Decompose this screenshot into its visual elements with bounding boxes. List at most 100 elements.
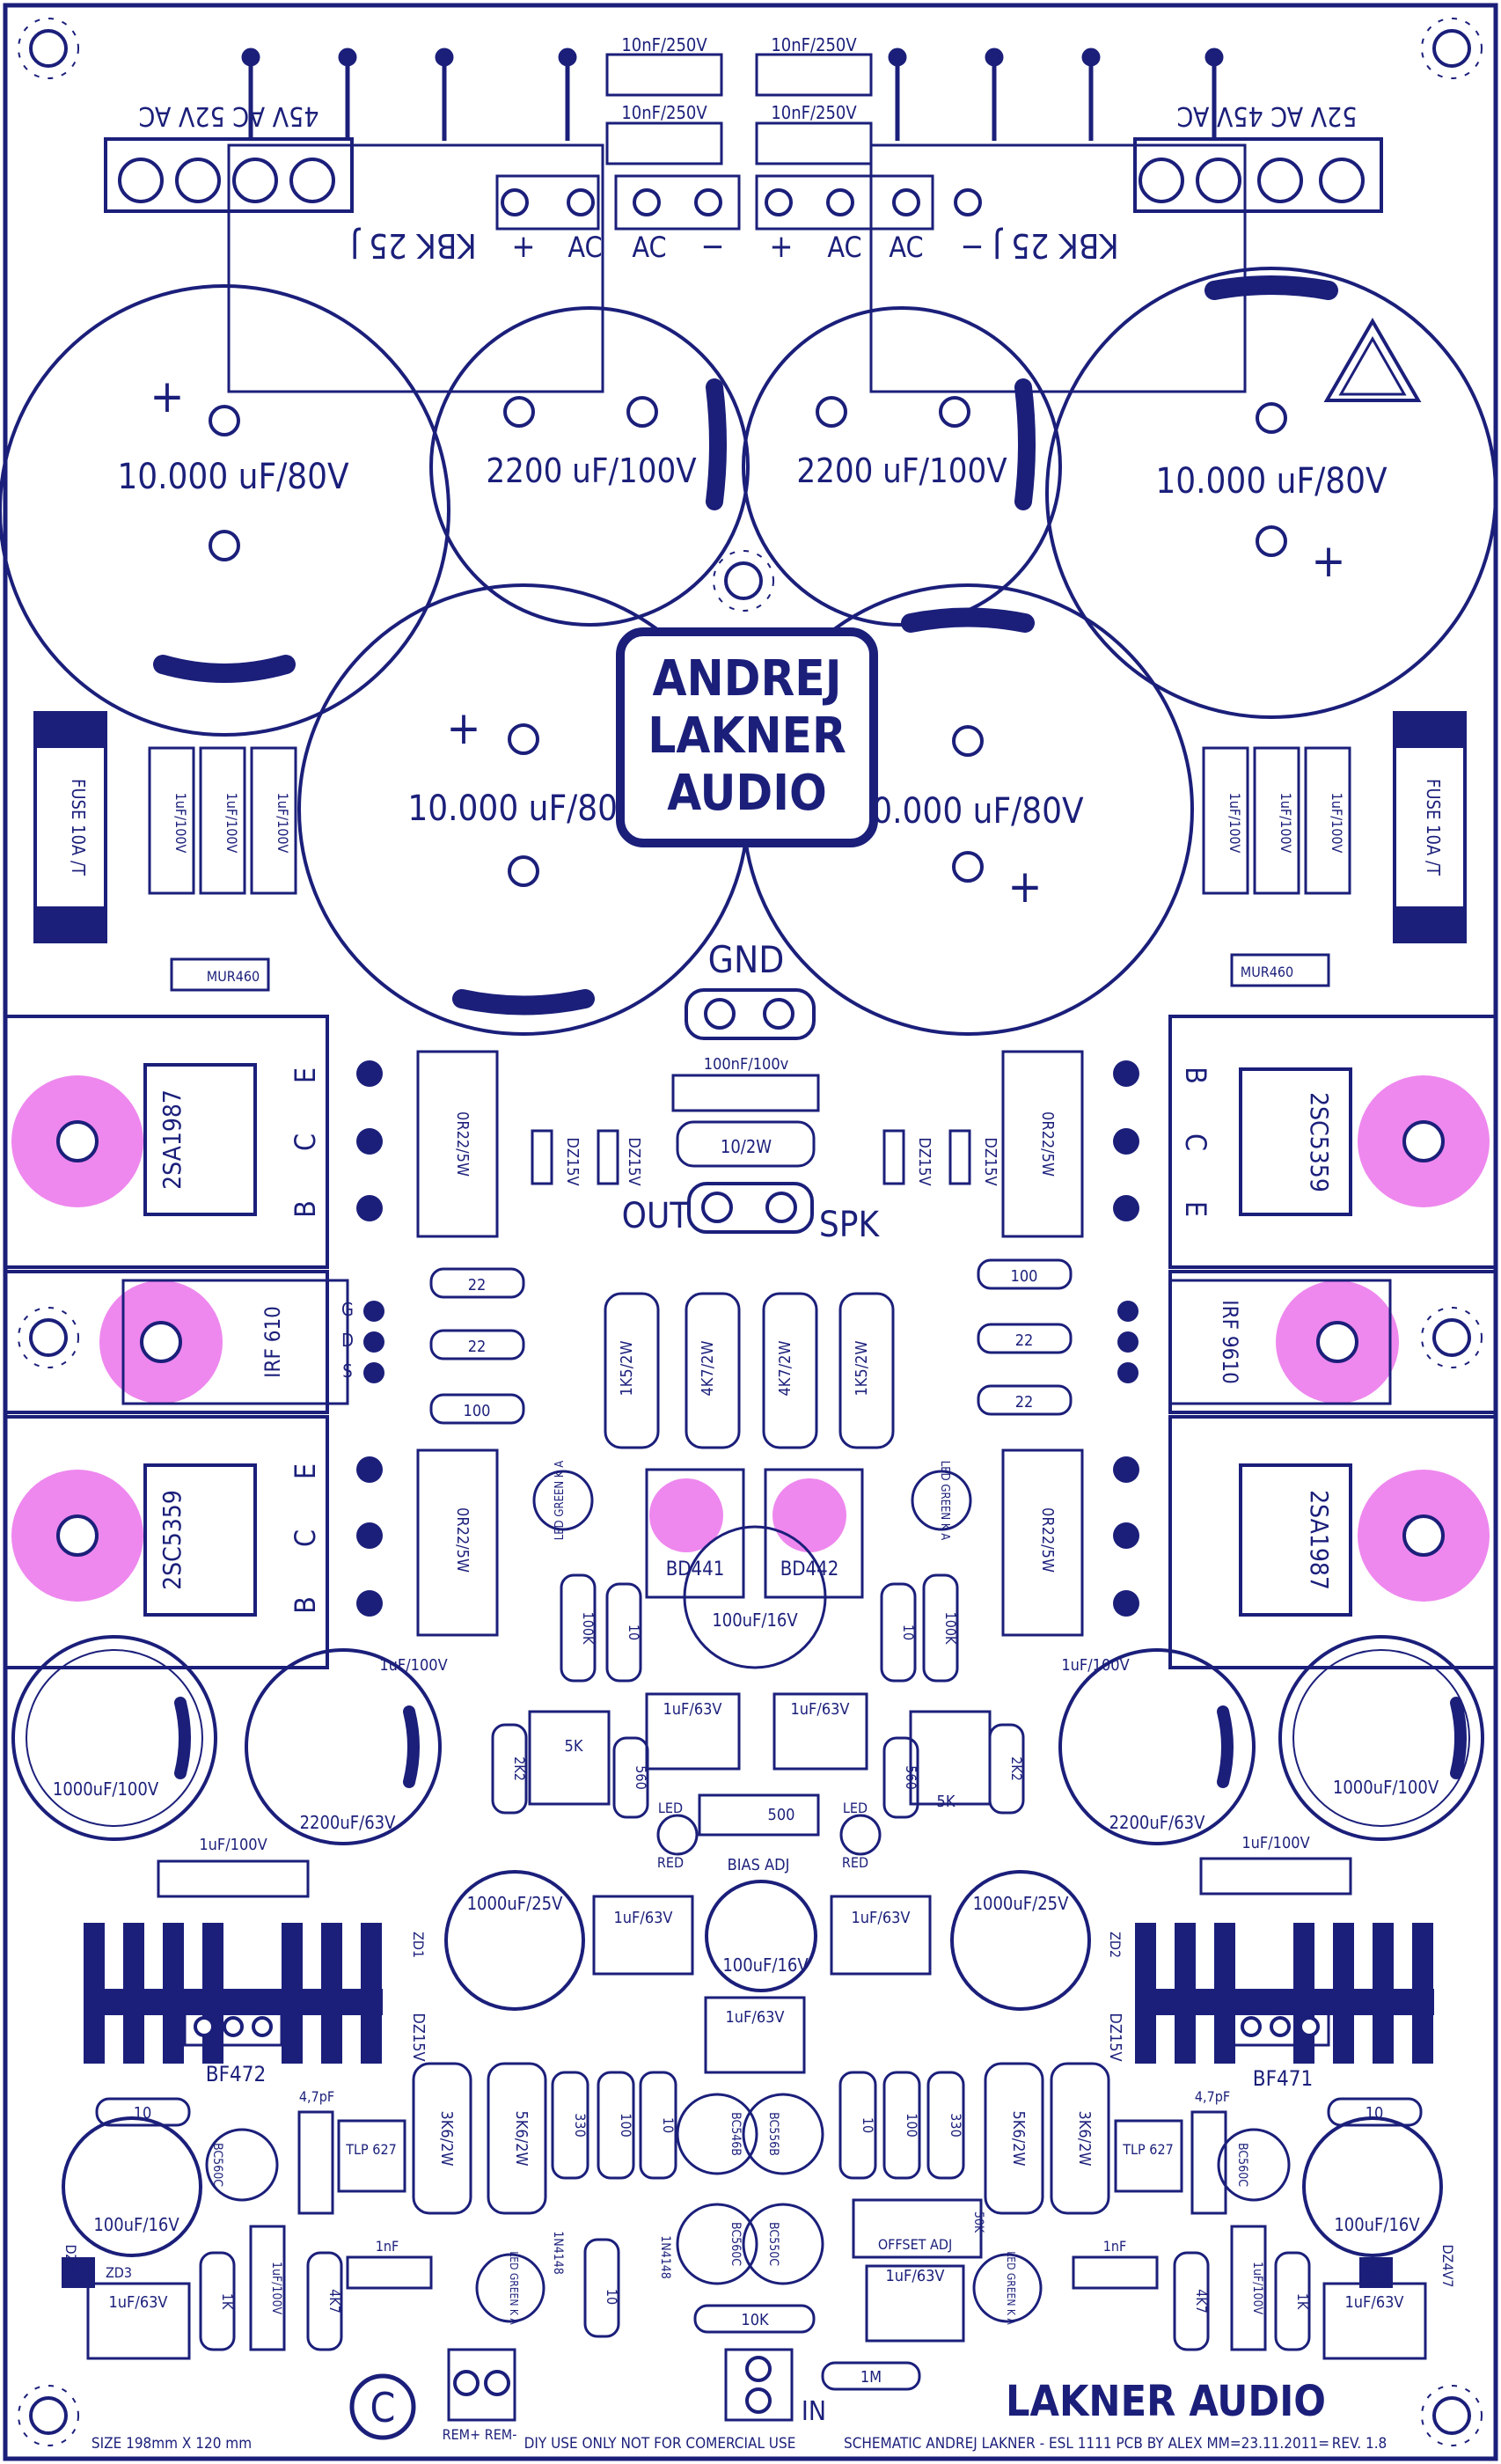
r330-left: 330 (572, 2113, 589, 2137)
bias-adj-label: BIAS ADJ (728, 1856, 790, 1874)
mosfet-right: IRF 9610 (1117, 1270, 1497, 1414)
cap-2200-right-label: 2200uF/63V (1109, 1812, 1205, 1833)
warning-triangle-icon (1323, 318, 1422, 402)
dz15-zeners: DZ15V DZ15V DZ15V DZ15V (531, 1129, 999, 1186)
fuse-right-label: FUSE 10A /T (1423, 779, 1444, 876)
film-cap-vl: 1uF/100V (379, 1656, 447, 1675)
c1-63-a: 1uF/63V (663, 1700, 721, 1719)
bridge-right-pin-minus: − (960, 229, 984, 265)
big-cap-mr-label: 10.000 uF/80V (852, 791, 1084, 832)
r5k-left: 5K (565, 1737, 583, 1756)
emitter-res-tr-label: 0R22/5W (1038, 1111, 1057, 1177)
in-label: IN (802, 2396, 826, 2427)
c1-63-br: 1uF/63V (1344, 2293, 1403, 2312)
film-caps-left: 1uF/100V 1uF/100V 1uF/100V (148, 746, 297, 895)
r10-left: 10 (626, 1624, 642, 1640)
c1000-25-left: 1000uF/25V (467, 1893, 563, 1914)
led-left-red: RED (657, 1854, 684, 1871)
zd2-label: ZD2 (1107, 1932, 1124, 1958)
r5k6-right: 5K6/2W (1009, 2111, 1028, 2167)
tr-pin-c: C (1179, 1133, 1212, 1151)
film-cap-vr: 1uF/100V (1061, 1656, 1129, 1675)
c4p7-left: 4,7pF (299, 2088, 334, 2105)
power-resistors-center: 1K5/2W 4K7/2W 4K7/2W 1K5/2W (604, 1292, 895, 1449)
footer-diy: DIY USE ONLY NOT FOR COMERCIAL USE (524, 2435, 796, 2453)
big-cap-ml-label: 10.000 uF/80V (407, 788, 640, 829)
footer-revision: REV. 1.8 (1332, 2435, 1388, 2453)
r100-il: 100 (618, 2113, 634, 2137)
vas-left-label: BF472 (206, 2062, 266, 2086)
bl-pin-e: E (289, 1463, 322, 1479)
power-transistor-bot-left: 2SC5359 E C B (4, 1415, 383, 1669)
heatsink-right: BF471 (1135, 1923, 1434, 2091)
dz15-5: DZ15V (409, 2013, 428, 2061)
c1-63-bl: 1uF/63V (108, 2293, 167, 2312)
power-transistor-tr-label: 2SC5359 (1305, 1092, 1334, 1192)
film-cap-3-label: 10nF/250V (771, 34, 857, 55)
bc560-label-center: BC560C (729, 2222, 743, 2266)
fuse-left: FUSE 10A /T (33, 711, 107, 943)
dz15-2: DZ15V (625, 1137, 643, 1185)
r4k7-2: 4K7/2W (776, 1341, 794, 1397)
led-green-br: LED GREEN K A (1005, 2251, 1017, 2325)
mid-cap-right-label: 2200 uF/100V (796, 451, 1007, 490)
zd3-left: ZD3 (106, 2264, 132, 2281)
diodes-mur: MUR460 MUR460 (170, 953, 1330, 992)
terminal-left-label: 45V AC 52V AC (139, 100, 319, 131)
dz15-6: DZ15V (1106, 2013, 1124, 2061)
r3k6-right: 3K6/2W (1075, 2111, 1094, 2167)
terminal-right: 52V AC 45V AC (1133, 100, 1383, 213)
r4k7-br: 4K7 (1193, 2289, 1210, 2314)
brand-logo: ANDREJ LAKNER AUDIO (616, 627, 878, 847)
c1-100-br: 1uF/100V (1250, 2262, 1264, 2315)
r10-il: 10 (660, 2117, 677, 2133)
film-cap-r1: 1uF/100V (1226, 793, 1243, 854)
r560-left: 560 (633, 1765, 649, 1789)
power-transistor-top-right: 2SC5359 B C E (1113, 1015, 1497, 1269)
dz15-4: DZ15V (981, 1137, 999, 1185)
driver-cap-label: 100uF/16V (712, 1610, 798, 1631)
film-cap-r3: 1uF/100V (1329, 793, 1345, 854)
bl-pin-c: C (289, 1529, 322, 1547)
bridge-right-pin-ac1: AC (827, 231, 861, 264)
r1m-label: 1M (860, 2368, 882, 2387)
bc560-right: BC560C (1235, 2143, 1249, 2187)
brand-line-2: LAKNER (648, 708, 846, 765)
zd3-right: ZD3 (1364, 2264, 1390, 2281)
brand-line-1: ANDREJ (653, 650, 842, 708)
big-cap-tl-label: 10.000 uF/80V (117, 457, 349, 497)
r4k7-bl: 4K7 (326, 2289, 343, 2314)
film-cap-ml: 1uF/100V (199, 1836, 267, 1854)
c4p7-right: 4,7pF (1195, 2088, 1230, 2105)
r100-1: 100 (464, 1402, 491, 1420)
power-transistor-bot-right: 2SA1987 (1113, 1415, 1497, 1669)
big-cap-mr-plus: + (1007, 861, 1042, 913)
r22-4: 22 (1015, 1393, 1034, 1412)
emitter-res-bl-label: 0R22/5W (453, 1507, 472, 1573)
heatsink-left: BF472 (84, 1923, 383, 2086)
r1k-left: 1K (219, 2293, 236, 2310)
big-cap-tl-plus: + (150, 370, 184, 423)
brand-line-3: AUDIO (667, 765, 827, 822)
r2k2-left: 2K2 (511, 1756, 528, 1781)
bias-adjust: 500 BIAS ADJ LED RED LED RED 1uF/63V 1uF… (491, 1692, 1025, 1874)
footer-size: SIZE 198mm X 120 mm (92, 2435, 252, 2453)
led-green-bl: LED GREEN K A (508, 2251, 520, 2325)
led-right-label: LED (843, 1800, 868, 1816)
bc550-label-center: BC550C (766, 2222, 780, 2266)
offset-pot-label: 50K (971, 2211, 985, 2233)
big-cap-tr-label: 10.000 uF/80V (1155, 461, 1388, 502)
r100-ir: 100 (904, 2113, 920, 2137)
film-caps-mid: 1uF/100V 1uF/100V 1uF/100V 1uF/100V (157, 1656, 1352, 1898)
bridge-left-label: KBK 25 J (350, 226, 477, 265)
film-cap-4-label: 10nF/250V (771, 102, 857, 123)
led-green-tr-label: LED GREEN K A (938, 1461, 951, 1540)
offset-adj-label: OFFSET ADJ (878, 2236, 952, 2253)
diode1n-right: 1N4148 (658, 2235, 672, 2278)
dz4v7-right: DZ4V7 (1439, 2244, 1456, 2287)
mosfet-left-label: IRF 610 (260, 1306, 285, 1378)
power-transistor-top-left: 2SA1987 E C B (4, 1015, 383, 1269)
c1-63-c: 1uF/63V (613, 1909, 672, 1927)
emitter-resistor-tl: 0R22/5W (416, 1050, 499, 1238)
